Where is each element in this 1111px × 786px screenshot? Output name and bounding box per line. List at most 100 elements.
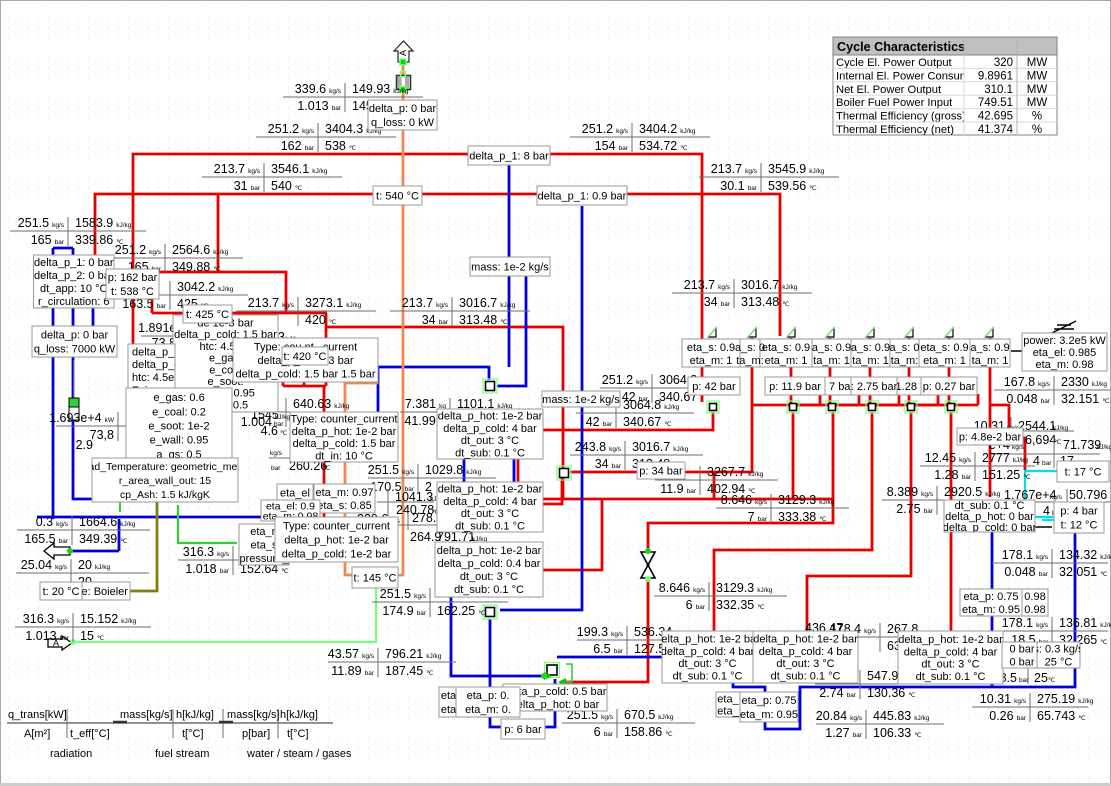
svg-text:a_s: 0.9: a_s: 0.9 bbox=[812, 342, 851, 354]
svg-text:3: 3 bbox=[278, 330, 285, 344]
svg-text:eta_m: 0.97: eta_m: 0.97 bbox=[315, 487, 373, 499]
svg-text:kJ/kg: kJ/kg bbox=[1097, 444, 1111, 451]
svg-text:158.86℃: 158.86℃ bbox=[624, 725, 673, 739]
svg-text:MW: MW bbox=[1027, 70, 1048, 82]
svg-text:ta_m:: ta_m: bbox=[736, 355, 764, 367]
svg-text:4: 4 bbox=[1043, 504, 1050, 518]
svg-text:bar: bar bbox=[274, 421, 284, 428]
svg-text:340.67℃: 340.67℃ bbox=[623, 415, 672, 429]
svg-text:151.25℃: 151.25℃ bbox=[982, 468, 1031, 482]
svg-text:eta_m: 0.95: eta_m: 0.95 bbox=[740, 709, 798, 721]
svg-text:A[m²]: A[m²] bbox=[24, 728, 50, 740]
svg-text:eta_el: eta_el bbox=[280, 488, 310, 500]
svg-text:eta_el: 0.985: eta_el: 0.985 bbox=[1033, 347, 1097, 359]
svg-text:t: 538 °C: t: 538 °C bbox=[111, 286, 154, 298]
svg-text:eta_m: 0.98: eta_m: 0.98 bbox=[1035, 359, 1093, 371]
svg-text:332.35℃: 332.35℃ bbox=[716, 598, 765, 612]
svg-text:9.8961: 9.8961 bbox=[978, 70, 1013, 82]
svg-text:: 7 bar: : 7 bar bbox=[823, 381, 855, 393]
svg-text:power: 3.2e5 kW: power: 3.2e5 kW bbox=[1023, 335, 1106, 347]
svg-text:791.71: 791.71 bbox=[437, 530, 475, 544]
svg-text:749.51: 749.51 bbox=[978, 97, 1013, 109]
svg-text:MW: MW bbox=[1027, 97, 1048, 109]
svg-text:delta_p_hot: 1e-2 bar: delta_p_hot: 1e-2 bar bbox=[438, 411, 543, 423]
svg-text:delta_p_hot: 1e-2 bar: delta_p_hot: 1e-2 bar bbox=[292, 426, 397, 438]
svg-text:dt_sub: 0.1 °C: dt_sub: 0.1 °C bbox=[455, 520, 525, 532]
svg-text:delta_p_hot: 1e-2 bar: delta_p_hot: 1e-2 bar bbox=[437, 545, 542, 557]
svg-text:Boiler Fuel Power Input: Boiler Fuel Power Input bbox=[836, 97, 953, 109]
svg-text:1.693e+4kW: 1.693e+4kW bbox=[49, 411, 115, 425]
svg-text:eta_el: 0.9: eta_el: 0.9 bbox=[266, 501, 315, 513]
svg-text:delta_p_hot: 0 bar: delta_p_hot: 0 bar bbox=[511, 699, 600, 711]
svg-text:q_trans[kW]: q_trans[kW] bbox=[8, 709, 67, 721]
svg-text:32.051℃: 32.051℃ bbox=[1059, 565, 1108, 579]
svg-text:dt_in: 10 °C: dt_in: 10 °C bbox=[315, 451, 373, 463]
svg-text:A: A bbox=[53, 638, 59, 648]
svg-text:q_loss: 0 kW: q_loss: 0 kW bbox=[371, 117, 435, 129]
svg-text:e_gas: 0.6: e_gas: 0.6 bbox=[153, 392, 204, 404]
svg-text:ta_m: 1: ta_m: 1 bbox=[813, 355, 850, 367]
svg-text:320: 320 bbox=[994, 57, 1013, 69]
svg-text:349.88℃: 349.88℃ bbox=[172, 260, 221, 274]
svg-text:1041.3: 1041.3 bbox=[395, 490, 433, 504]
svg-text:Internal El. Power Consumpt: Internal El. Power Consumpt bbox=[836, 70, 979, 82]
svg-text:p[bar]: p[bar] bbox=[242, 728, 270, 740]
svg-text:delta_p_cold: 1.5 bar: delta_p_cold: 1.5 bar bbox=[293, 438, 396, 450]
svg-text:50.796: 50.796 bbox=[1069, 488, 1107, 502]
svg-text:310.1: 310.1 bbox=[984, 84, 1013, 96]
svg-text:Type: counter_current: Type: counter_current bbox=[283, 521, 390, 533]
svg-text:73,8: 73,8 bbox=[90, 428, 114, 442]
svg-text:dt_out: 3 °C: dt_out: 3 °C bbox=[678, 658, 736, 670]
svg-text:MW: MW bbox=[1027, 84, 1048, 96]
svg-text:delta_p_1: 0.9 bar: delta_p_1: 0.9 bar bbox=[538, 191, 627, 203]
svg-text:delta_p_cold: 0.4 bar: delta_p_cold: 0.4 bar bbox=[438, 558, 541, 570]
svg-text:delta_p_1: 0 bar: delta_p_1: 0 bar bbox=[34, 257, 114, 269]
svg-text:r_area_wall_out: 15: r_area_wall_out: 15 bbox=[119, 475, 211, 487]
svg-text:1.28 l: 1.28 l bbox=[896, 381, 923, 393]
svg-text:dt_sub: 0.1 °C: dt_sub: 0.1 °C bbox=[455, 448, 525, 460]
svg-text:bar: bar bbox=[271, 465, 281, 472]
svg-text:349.39℃: 349.39℃ bbox=[79, 532, 128, 546]
svg-text:%: % bbox=[1032, 124, 1042, 136]
svg-text:p: 6 bar: p: 6 bar bbox=[504, 724, 542, 736]
svg-text:2: 2 bbox=[425, 480, 432, 494]
svg-text:4: 4 bbox=[1033, 454, 1040, 468]
svg-text:delta_p_cold: 1.5 bar 1.5 bar: delta_p_cold: 1.5 bar 1.5 bar bbox=[235, 369, 375, 381]
svg-text:eta_s: 0.9: eta_s: 0.9 bbox=[687, 342, 735, 354]
svg-text:41.374: 41.374 bbox=[978, 124, 1014, 136]
svg-text:eta_p: 0.: eta_p: 0. bbox=[467, 690, 510, 702]
svg-text:p: 4 bar: p: 4 bar bbox=[1060, 506, 1098, 518]
svg-text:a_s: 0: a_s: 0 bbox=[890, 342, 920, 354]
svg-text:0 bar: 0 bar bbox=[1009, 657, 1034, 669]
svg-text:kg/s: kg/s bbox=[1012, 444, 1025, 451]
svg-text:eta: eta bbox=[441, 690, 457, 702]
svg-text:cp_Ash: 1.5 kJ/kgK: cp_Ash: 1.5 kJ/kgK bbox=[120, 489, 210, 501]
svg-text:kJ/kg: kJ/kg bbox=[472, 536, 488, 543]
svg-text:333.38℃: 333.38℃ bbox=[778, 510, 827, 524]
svg-text:dt_sub: 0.1 °C: dt_sub: 0.1 °C bbox=[955, 500, 1025, 512]
svg-text:130.36℃: 130.36℃ bbox=[867, 686, 916, 700]
svg-text:t[°C]: t[°C] bbox=[182, 728, 204, 740]
svg-text:eta_s: 0.9: eta_s: 0.9 bbox=[920, 342, 968, 354]
svg-text:25: 25 bbox=[1034, 671, 1048, 685]
svg-text:℃: ℃ bbox=[323, 465, 331, 472]
svg-text:kg/s: kg/s bbox=[270, 450, 283, 457]
svg-text:h[kJ/kg]: h[kJ/kg] bbox=[176, 709, 214, 721]
svg-text:bar: bar bbox=[1042, 460, 1052, 467]
svg-text:mass: 1e-2 kg/s: mass: 1e-2 kg/s bbox=[542, 394, 620, 406]
svg-text:fuel stream: fuel stream bbox=[155, 748, 209, 760]
svg-text:eta_n: eta_n bbox=[250, 526, 278, 538]
svg-text:eta_m: 0.: eta_m: 0. bbox=[465, 704, 511, 716]
svg-text:106.33℃: 106.33℃ bbox=[873, 726, 922, 740]
svg-text:kg/s: kg/s bbox=[1050, 494, 1063, 501]
svg-text:A: A bbox=[398, 50, 408, 56]
svg-text:%: % bbox=[1032, 111, 1042, 123]
svg-text:delta_p_cold: 4 bar: delta_p_cold: 4 bar bbox=[661, 646, 755, 658]
svg-text:25 °C: 25 °C bbox=[1045, 657, 1073, 669]
svg-text:delta_p_cold: 4 bar: delta_p_cold: 4 bar bbox=[443, 423, 537, 435]
svg-text:p: 34 bar: p: 34 bar bbox=[639, 466, 683, 478]
svg-text:ta_m: 1: ta_m: 1 bbox=[852, 355, 889, 367]
svg-text:eta_m: 1: eta_m: 1 bbox=[765, 355, 808, 367]
svg-text:t: 540 °C: t: 540 °C bbox=[376, 191, 419, 203]
